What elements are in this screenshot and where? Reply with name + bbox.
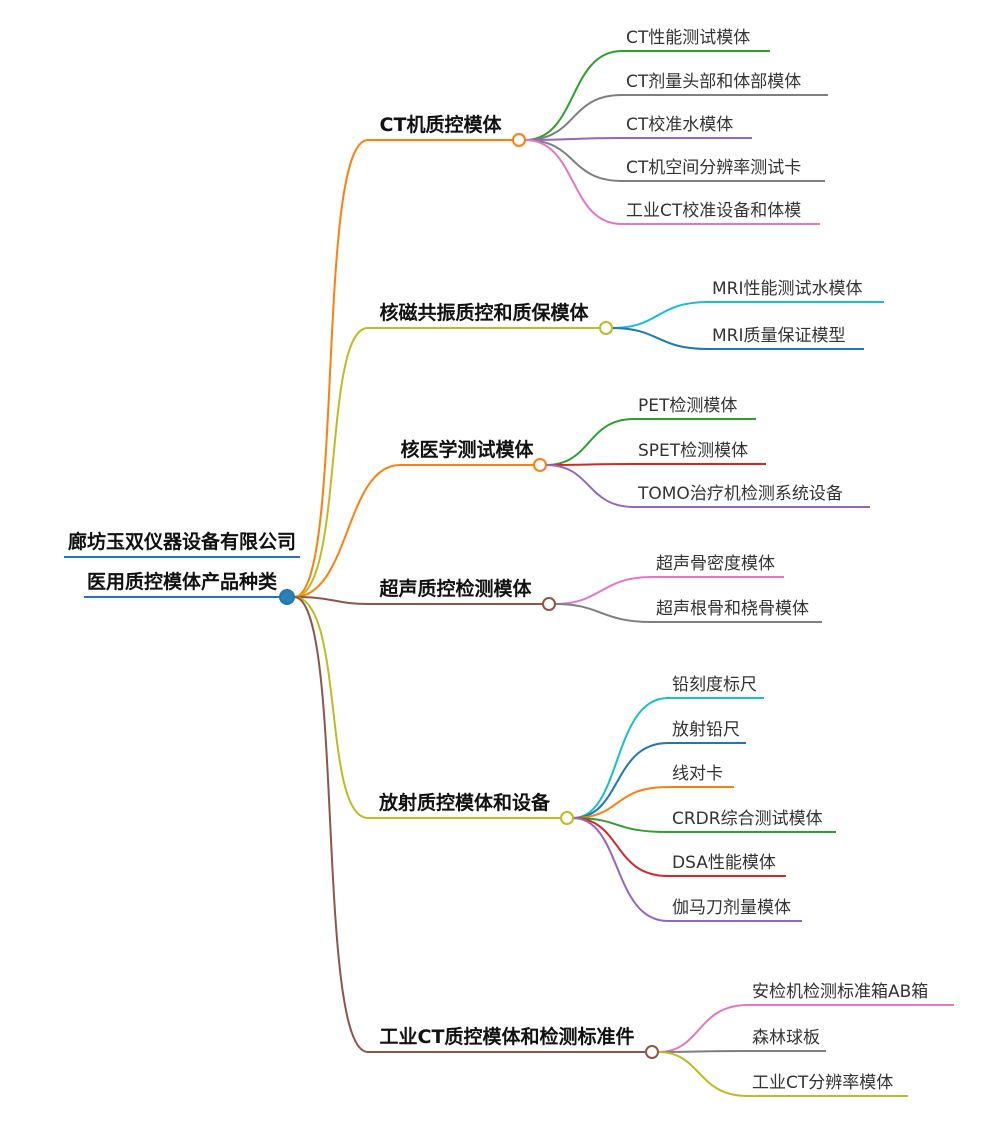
leaf-line-pair-card[interactable]: 线对卡	[666, 764, 734, 788]
link-nuclear-child-2	[545, 463, 635, 466]
leaf-mri-qa-model[interactable]: MRI质量保证模型	[706, 326, 864, 350]
link-ultrasound-child-1	[554, 576, 653, 605]
leaf-forest-ball-plate[interactable]: 森林球板	[746, 1028, 826, 1052]
link-root-branch-ultrasound	[293, 596, 369, 605]
link-industrial-child-3	[657, 1051, 749, 1097]
link-industrial-child-1	[657, 1004, 749, 1053]
branch-nuclear[interactable]: 核医学测试模体	[400, 438, 534, 466]
leaf-gamma-knife-dose[interactable]: 伽马刀剂量模体	[666, 898, 802, 922]
link-radiology-child-2	[572, 742, 669, 819]
link-radiology-child-4	[572, 817, 669, 833]
leaf-tomo-detection-system[interactable]: TOMO治疗机检测系统设备	[632, 484, 870, 508]
link-mri-child-2	[611, 327, 709, 350]
link-radiology-child-5	[572, 817, 669, 877]
link-ct-child-2	[524, 94, 623, 141]
link-root-branch-ct	[293, 139, 369, 598]
branch-nuclear-circle[interactable]	[533, 458, 547, 472]
leaf-pet-phantom[interactable]: PET检测模体	[632, 396, 756, 420]
link-root-branch-nuclear	[293, 464, 401, 598]
link-ct-child-5	[524, 139, 623, 225]
leaf-industrial-ct-resolution[interactable]: 工业CT分辨率模体	[746, 1073, 908, 1097]
link-root-branch-industrial	[293, 596, 369, 1053]
leaf-ct-performance[interactable]: CT性能测试模体	[620, 28, 770, 52]
leaf-crdr-test-phantom[interactable]: CRDR综合测试模体	[666, 809, 836, 833]
branch-ct-circle[interactable]	[512, 133, 526, 147]
branch-radiology[interactable]: 放射质控模体和设备	[368, 791, 561, 819]
leaf-ultrasound-bone-density[interactable]: 超声骨密度模体	[650, 554, 784, 578]
leaf-industrial-ct-calibration[interactable]: 工业CT校准设备和体模	[620, 201, 820, 225]
link-radiology-child-3	[572, 786, 669, 819]
link-root-branch-mri	[293, 327, 369, 598]
branch-ultrasound-circle[interactable]	[542, 597, 556, 611]
root-subtitle[interactable]: 医用质控模体产品种类	[84, 570, 280, 598]
leaf-security-check-ab-box[interactable]: 安检机检测标准箱AB箱	[746, 982, 954, 1006]
branch-radiology-circle[interactable]	[560, 811, 574, 825]
leaf-ct-water-calibration[interactable]: CT校准水模体	[620, 115, 752, 139]
link-root-branch-radiology	[293, 596, 369, 819]
branch-ultrasound[interactable]: 超声质控检测模体	[368, 577, 543, 605]
leaf-ct-spatial-resolution-card[interactable]: CT机空间分辨率测试卡	[620, 158, 825, 182]
link-mri-child-1	[611, 301, 709, 329]
root-node-circle[interactable]	[279, 589, 295, 605]
link-ct-child-1	[524, 50, 623, 141]
link-nuclear-child-3	[545, 464, 635, 508]
branch-mri-circle[interactable]	[599, 321, 613, 335]
link-radiology-child-6	[572, 817, 669, 922]
leaf-ct-dose-head-body[interactable]: CT剂量头部和体部模体	[620, 72, 828, 96]
leaf-lead-scale-ruler[interactable]: 铅刻度标尺	[666, 675, 764, 699]
leaf-mri-water-phantom[interactable]: MRI性能测试水模体	[706, 279, 884, 303]
branch-industrial-circle[interactable]	[645, 1045, 659, 1059]
leaf-dsa-performance[interactable]: DSA性能模体	[666, 853, 786, 877]
leaf-ultrasound-heel-radius[interactable]: 超声根骨和桡骨模体	[650, 599, 822, 623]
root-title[interactable]: 廊坊玉双仪器设备有限公司	[64, 530, 300, 558]
branch-mri[interactable]: 核磁共振质控和质保模体	[368, 301, 600, 329]
link-ct-child-3	[524, 137, 623, 141]
link-ct-child-4	[524, 139, 623, 182]
branch-industrial[interactable]: 工业CT质控模体和检测标准件	[368, 1025, 646, 1053]
branch-ct[interactable]: CT机质控模体	[368, 113, 513, 141]
link-nuclear-child-1	[545, 418, 635, 466]
link-radiology-child-1	[572, 697, 669, 819]
leaf-spet-phantom[interactable]: SPET检测模体	[632, 441, 766, 465]
link-ultrasound-child-2	[554, 603, 653, 623]
leaf-radiation-lead-ruler[interactable]: 放射铅尺	[666, 720, 746, 744]
link-industrial-child-2	[657, 1050, 749, 1053]
